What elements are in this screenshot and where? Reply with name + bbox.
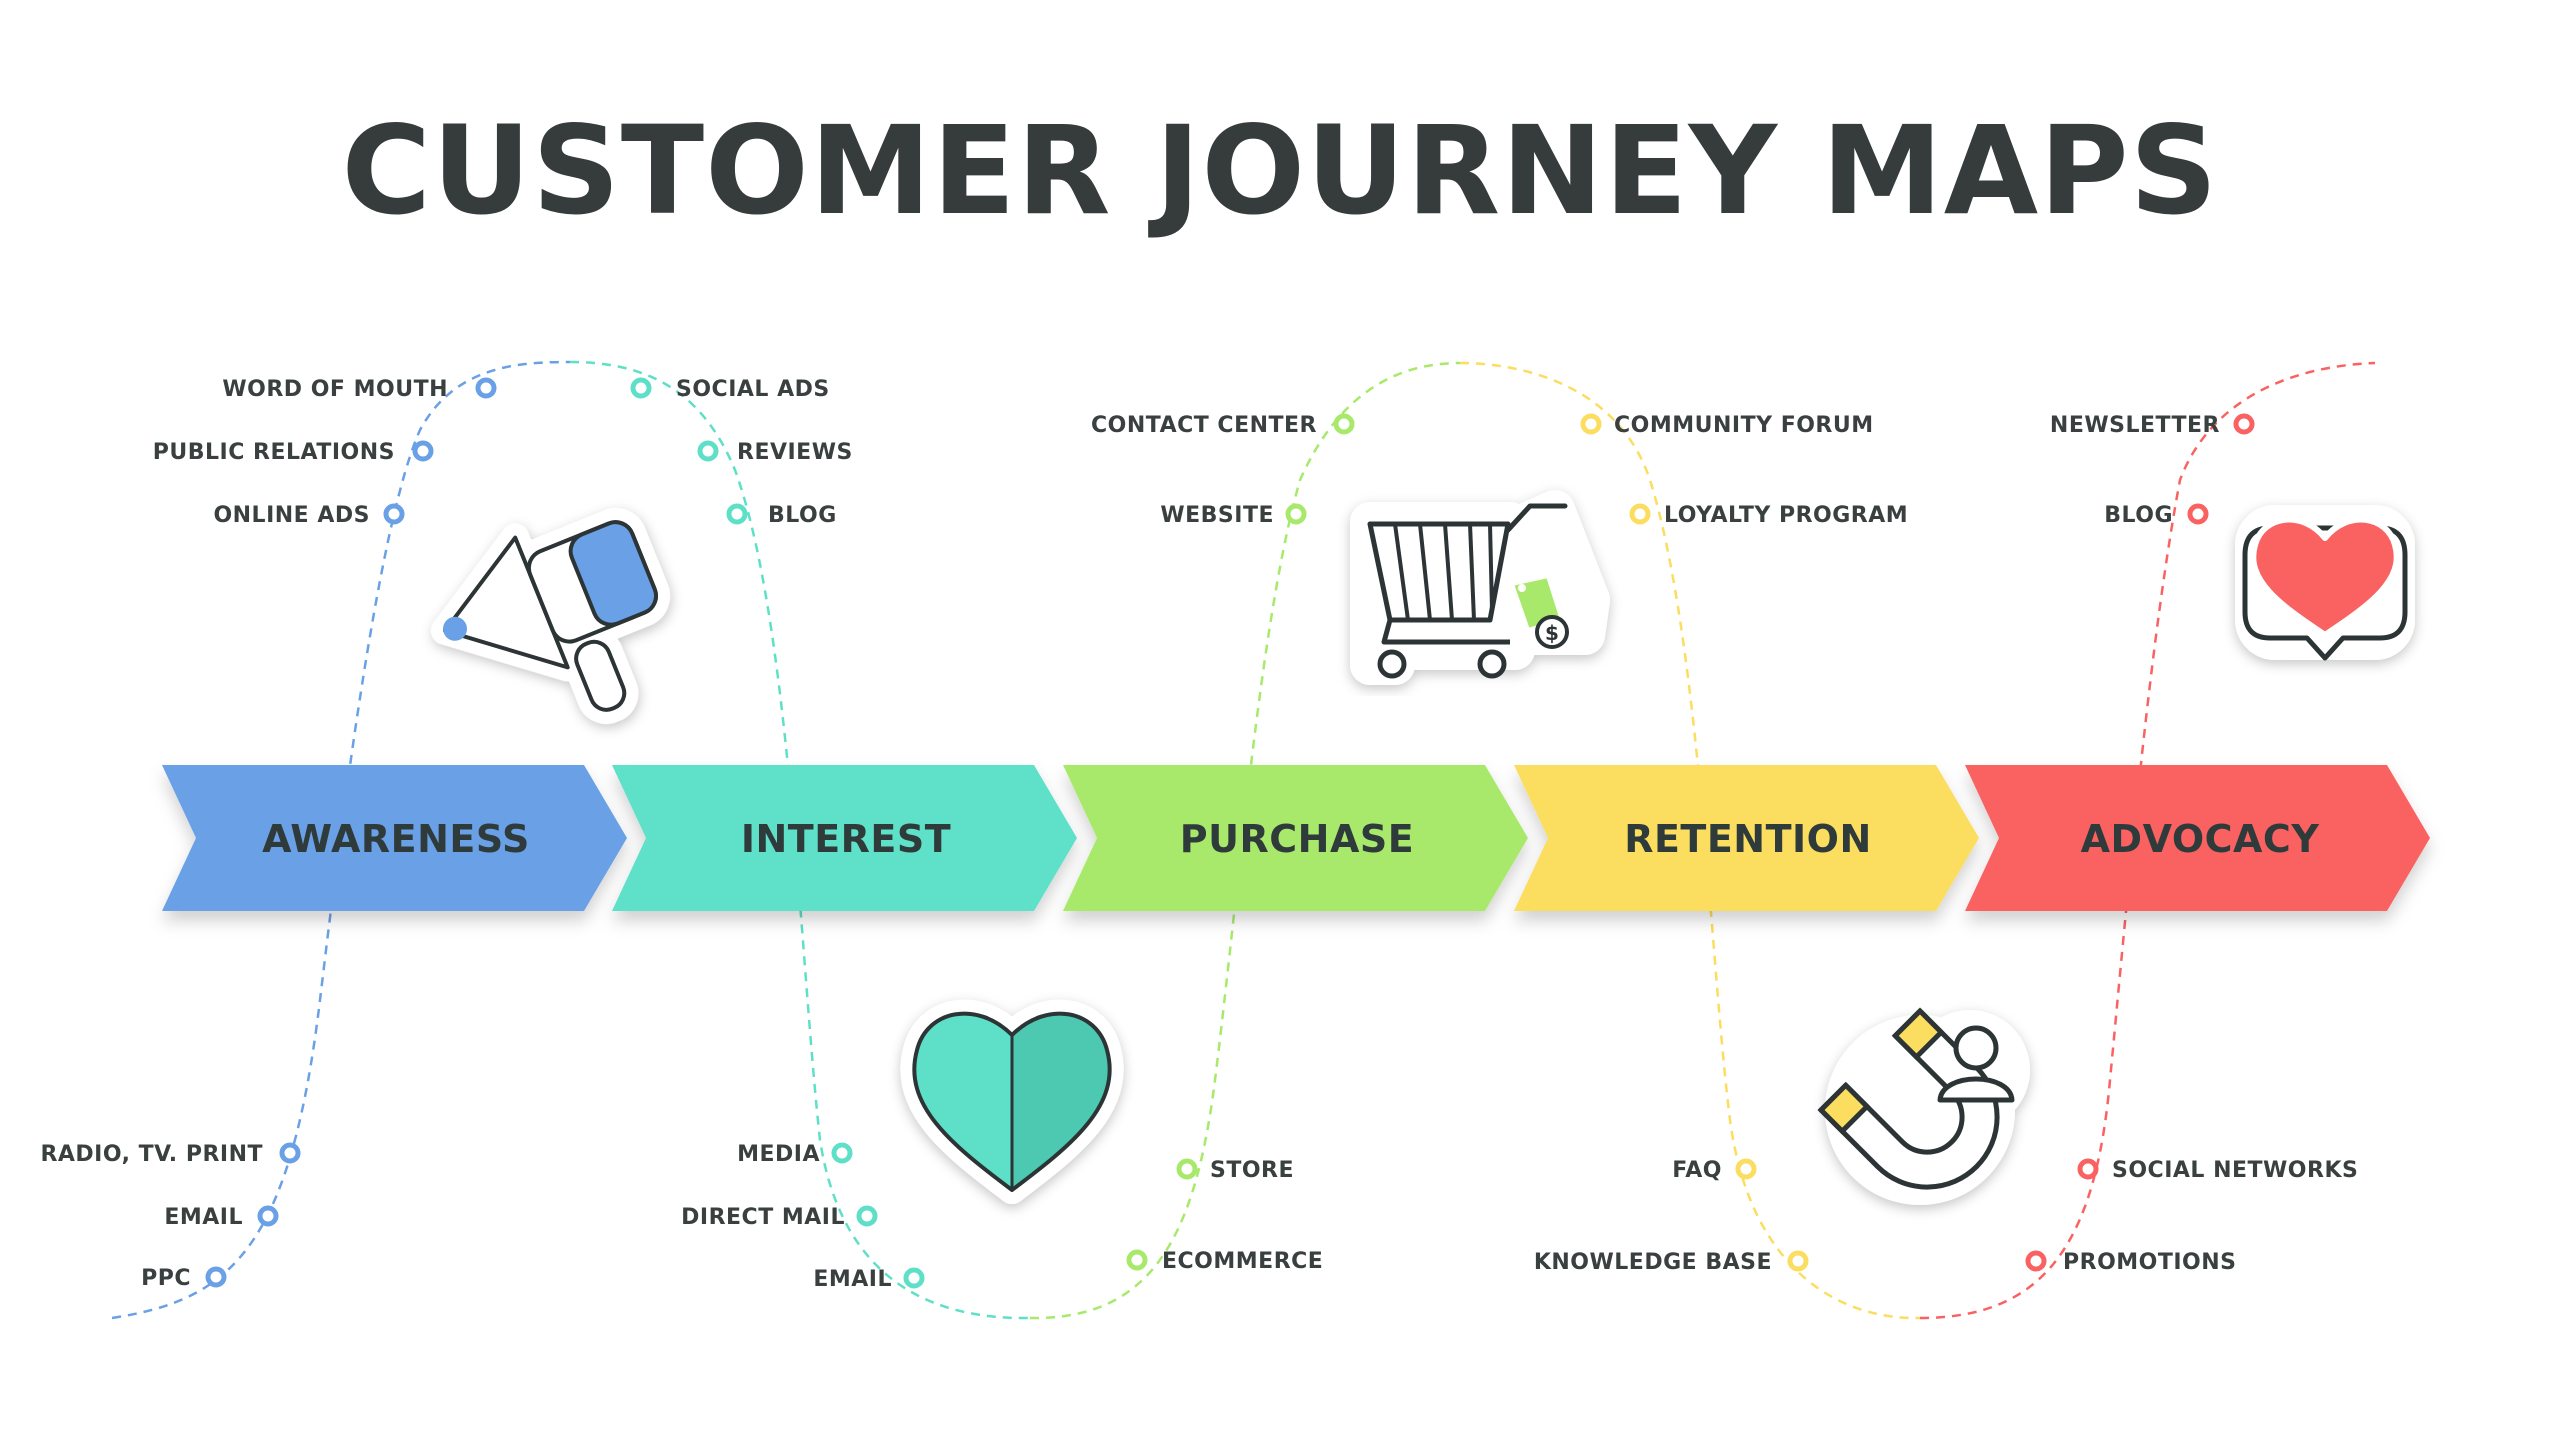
touchpoint-label: FAQ	[1672, 1158, 1722, 1183]
touchpoint-dot	[1787, 1250, 1809, 1272]
touchpoint-dot	[1285, 503, 1307, 525]
stage-label-advocacy: ADVOCACY	[2081, 817, 2320, 861]
stage-label-purchase: PURCHASE	[1180, 817, 1414, 861]
touchpoint-dot	[2233, 413, 2255, 435]
touchpoint-dot	[903, 1267, 925, 1289]
touchpoint-dot	[205, 1266, 227, 1288]
megaphone-icon	[430, 508, 670, 724]
touchpoint-label: ECOMMERCE	[1162, 1249, 1323, 1274]
touchpoint-dot	[279, 1142, 301, 1164]
touchpoint-label: ONLINE ADS	[213, 503, 370, 528]
touchpoint-dot	[412, 440, 434, 462]
touchpoint-dot	[1176, 1158, 1198, 1180]
stage-label-interest: INTEREST	[741, 817, 951, 861]
touchpoint-dot	[257, 1205, 279, 1227]
touchpoint-label: LOYALTY PROGRAM	[1664, 503, 1908, 528]
touchpoint-label: DIRECT MAIL	[681, 1205, 845, 1230]
touchpoint-label: MEDIA	[737, 1142, 820, 1167]
touchpoint-label: KNOWLEDGE BASE	[1534, 1250, 1772, 1275]
touchpoint-dot	[726, 503, 748, 525]
touchpoint-dot	[475, 377, 497, 399]
shopping-cart-icon: $	[1350, 490, 1610, 685]
touchpoint-dot	[2077, 1158, 2099, 1180]
stage-arrow-interest	[612, 765, 1077, 911]
touchpoint-label: PUBLIC RELATIONS	[153, 440, 395, 465]
touchpoint-label: PROMOTIONS	[2063, 1250, 2237, 1275]
touchpoint-dot	[1126, 1249, 1148, 1271]
page-title: CUSTOMER JOURNEY MAPS	[341, 100, 2219, 242]
touchpoint-label: RADIO, TV. PRINT	[40, 1142, 263, 1167]
heart-speech-bubble-icon	[2235, 505, 2415, 661]
touchpoint-dot	[831, 1142, 853, 1164]
touchpoint-dot	[697, 440, 719, 462]
touchpoint-dot	[1629, 503, 1651, 525]
touchpoint-label: CONTACT CENTER	[1091, 413, 1317, 438]
dollar-icon: $	[1545, 621, 1559, 645]
touchpoint-label: COMMUNITY FORUM	[1614, 413, 1874, 438]
touchpoint-dot	[1333, 413, 1355, 435]
stage-label-awareness: AWARENESS	[262, 817, 530, 861]
touchpoint-dot	[856, 1205, 878, 1227]
stage-label-retention: RETENTION	[1624, 817, 1872, 861]
touchpoint-label: BLOG	[768, 503, 837, 528]
stage-arrow-purchase	[1063, 765, 1528, 911]
touchpoint-dot	[630, 377, 652, 399]
touchpoint-label: EMAIL	[813, 1267, 892, 1292]
touchpoint-dot	[1735, 1158, 1757, 1180]
stage-arrow-retention	[1514, 765, 1979, 911]
touchpoint-label: SOCIAL NETWORKS	[2112, 1158, 2358, 1183]
stage-arrow-advocacy	[1965, 765, 2430, 911]
touchpoint-label: WEBSITE	[1160, 503, 1274, 528]
touchpoint-label: NEWSLETTER	[2050, 413, 2220, 438]
touchpoint-label: SOCIAL ADS	[676, 377, 830, 402]
touchpoint-dot	[2025, 1250, 2047, 1272]
touchpoint-label: EMAIL	[164, 1205, 243, 1230]
stage-arrow-awareness	[162, 765, 627, 911]
touchpoint-dot	[383, 503, 405, 525]
touchpoint-label: PPC	[141, 1266, 191, 1291]
heart-icon	[900, 999, 1124, 1204]
touchpoint-dot	[1580, 413, 1602, 435]
touchpoint-label: WORD OF MOUTH	[222, 377, 448, 402]
touchpoint-label: REVIEWS	[737, 440, 853, 465]
touchpoint-label: BLOG	[2104, 503, 2173, 528]
touchpoint-dot	[2187, 503, 2209, 525]
magnet-icon	[1817, 1007, 2030, 1205]
touchpoint-label: STORE	[1210, 1158, 1294, 1183]
